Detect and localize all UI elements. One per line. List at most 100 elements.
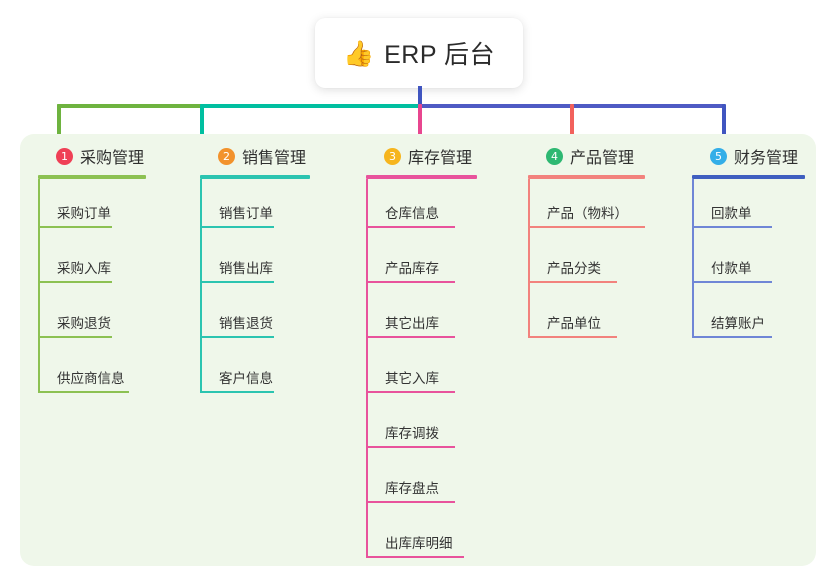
column-inventory: 3 库存管理仓库信息产品库存其它出库其它入库库存调拨库存盘点出库库明细 [366,143,477,564]
leaf-label: 产品单位 [547,316,601,331]
leaf-item[interactable]: 产品分类 [528,234,645,289]
column-body-finance: 回款单付款单结算账户 [692,179,805,344]
column-body-purchase: 采购订单采购入库采购退货供应商信息 [38,179,146,399]
drop-finance [722,104,726,146]
leaf-item[interactable]: 销售退货 [200,289,310,344]
column-spine-product [528,179,530,338]
leaf-item[interactable]: 库存盘点 [366,454,477,509]
leaf-rule [368,336,455,338]
leaf-label: 产品（物料） [547,206,628,221]
column-title-finance: 财务管理 [734,150,799,167]
leaf-label: 回款单 [711,206,752,221]
column-spine-sales [200,179,202,393]
leaf-item[interactable]: 仓库信息 [366,179,477,234]
leaf-label: 采购入库 [57,261,111,276]
column-title-product: 产品管理 [570,150,635,167]
leaf-rule [368,446,455,448]
leaf-rule [202,226,274,228]
green-segment [57,104,202,108]
leaf-item[interactable]: 产品库存 [366,234,477,289]
column-finance: 5 财务管理回款单付款单结算账户 [692,143,805,344]
leaf-item[interactable]: 付款单 [692,234,805,289]
leaf-rule [530,336,617,338]
column-body-inventory: 仓库信息产品库存其它出库其它入库库存调拨库存盘点出库库明细 [366,179,477,564]
diagram-title-card[interactable]: 👍 ERP 后台 [315,18,523,88]
leaf-label: 供应商信息 [57,371,125,386]
column-rule-purchase [38,175,146,179]
column-rule-inventory [366,175,477,179]
leaf-rule [202,336,274,338]
leaf-item[interactable]: 其它出库 [366,289,477,344]
column-spine-purchase [38,179,40,393]
leaf-label: 销售退货 [219,316,273,331]
leaf-label: 其它入库 [385,371,439,386]
drop-product [570,104,574,146]
column-badge-finance: 5 [710,147,727,165]
columns-panel [20,134,816,566]
leaf-label: 仓库信息 [385,206,439,221]
column-title-inventory: 库存管理 [408,150,473,167]
column-body-sales: 销售订单销售出库销售退货客户信息 [200,179,310,399]
column-badge-sales: 2 [218,147,235,165]
column-header-inventory[interactable]: 3 库存管理 [366,143,477,169]
leaf-item[interactable]: 采购订单 [38,179,146,234]
leaf-item[interactable]: 回款单 [692,179,805,234]
leaf-item[interactable]: 销售出库 [200,234,310,289]
column-spine-finance [692,179,694,338]
column-header-purchase[interactable]: 1 采购管理 [38,143,146,169]
leaf-item[interactable]: 库存调拨 [366,399,477,454]
leaf-rule [694,226,772,228]
leaf-item[interactable]: 其它入库 [366,344,477,399]
leaf-rule [368,391,455,393]
leaf-label: 库存调拨 [385,426,439,441]
leaf-rule [694,281,772,283]
connector-bus [0,0,839,146]
page-title: ERP 后台 [384,41,496,69]
leaf-item[interactable]: 产品单位 [528,289,645,344]
leaf-item[interactable]: 结算账户 [692,289,805,344]
drop-sales [200,104,204,146]
leaf-label: 其它出库 [385,316,439,331]
column-title-purchase: 采购管理 [80,150,145,167]
leaf-rule [368,501,455,503]
leaf-label: 付款单 [711,261,752,276]
leaf-label: 库存盘点 [385,481,439,496]
leaf-rule [530,281,617,283]
column-badge-inventory: 3 [384,147,401,165]
column-rule-finance [692,175,805,179]
leaf-label: 结算账户 [711,316,765,331]
title-inner: 👍 ERP 后台 [343,35,495,71]
leaf-rule [202,391,274,393]
leaf-label: 出库库明细 [385,536,453,551]
leaf-label: 客户信息 [219,371,273,386]
leaf-item[interactable]: 采购退货 [38,289,146,344]
leaf-label: 销售订单 [219,206,273,221]
drop-inventory [418,104,422,146]
leaf-rule [368,281,455,283]
leaf-item[interactable]: 采购入库 [38,234,146,289]
leaf-rule [40,281,112,283]
leaf-rule [368,556,464,558]
column-product: 4 产品管理产品（物料） 产品分类产品单位 [528,143,645,344]
leaf-item[interactable]: 出库库明细 [366,509,477,564]
title-stem-connector [418,86,422,106]
column-badge-product: 4 [546,147,563,165]
column-rule-sales [200,175,310,179]
leaf-item[interactable]: 销售订单 [200,179,310,234]
column-spine-inventory [366,179,368,558]
column-badge-purchase: 1 [56,147,73,165]
leaf-item[interactable]: 客户信息 [200,344,310,399]
thumbs-up-icon: 👍 [342,38,375,68]
column-purchase: 1 采购管理采购订单采购入库采购退货供应商信息 [38,143,146,399]
leaf-item[interactable]: 产品（物料） [528,179,645,234]
column-rule-product [528,175,645,179]
drop-purchase [57,104,61,146]
column-header-finance[interactable]: 5 财务管理 [692,143,805,169]
leaf-rule [40,336,112,338]
column-header-product[interactable]: 4 产品管理 [528,143,645,169]
leaf-rule [530,226,645,228]
leaf-item[interactable]: 供应商信息 [38,344,146,399]
